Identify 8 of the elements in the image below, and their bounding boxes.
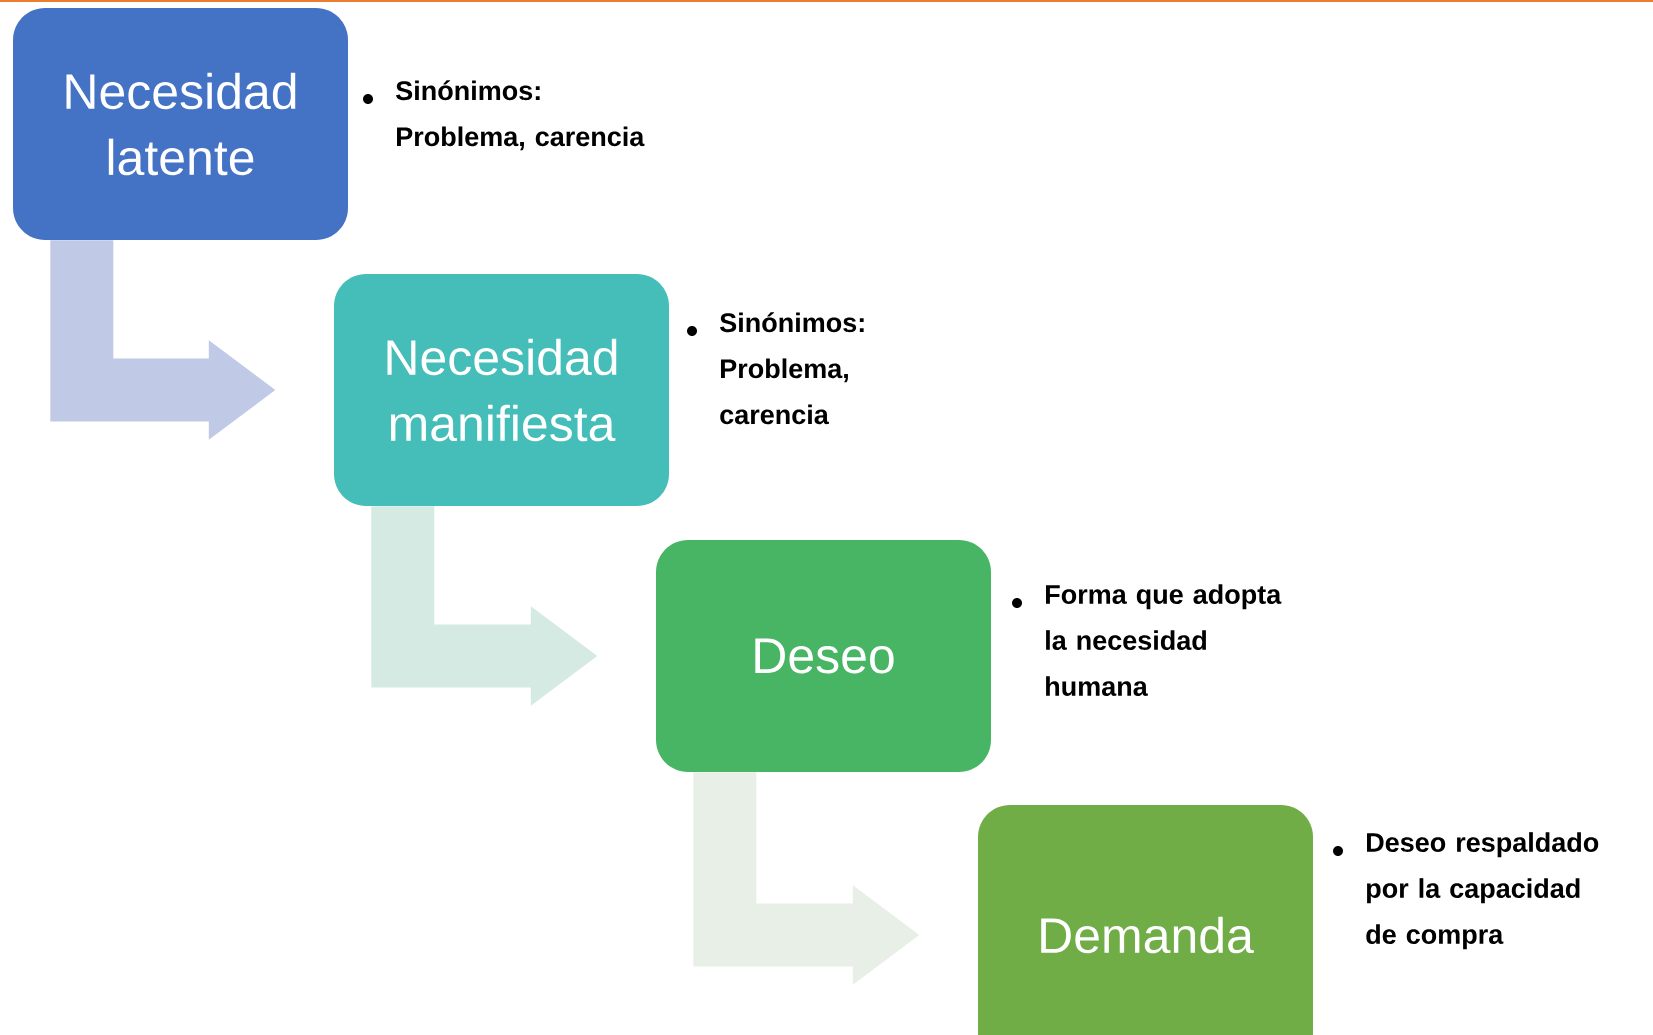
note-text: Sinónimos: Problema, carencia bbox=[396, 80, 645, 151]
step-box: Necesidad manifiesta bbox=[334, 274, 669, 506]
note-text: Deseo respaldado por la capacidad de compra bbox=[1366, 832, 1599, 950]
step-box: Necesidad latente bbox=[13, 8, 348, 240]
step-box: Deseo bbox=[656, 540, 991, 772]
note-text: Sinónimos: Problema, carencia bbox=[720, 312, 864, 425]
step-box: Demanda bbox=[978, 805, 1313, 1035]
note-text: Forma que adopta la necesidad humana bbox=[1046, 584, 1282, 696]
